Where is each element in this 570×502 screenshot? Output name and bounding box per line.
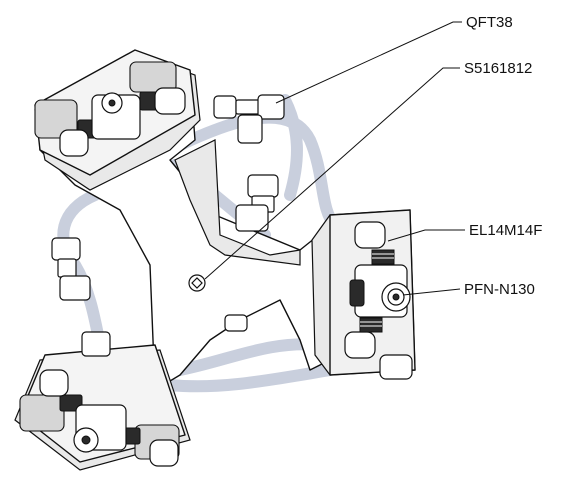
lower-left-bracket — [14, 344, 191, 471]
union-connector — [235, 174, 279, 232]
union-connector — [81, 331, 111, 357]
leader-lines — [204, 21, 465, 296]
callout-label-s5161812: S5161812 — [464, 60, 532, 77]
leader-s5161812 — [204, 67, 460, 280]
union-connectors — [51, 94, 285, 357]
right-bracket — [311, 209, 416, 380]
thread-lower — [359, 317, 383, 333]
union-connector — [213, 94, 285, 144]
callout-label-pfn-n130: PFN-N130 — [464, 281, 535, 298]
callout-label-el14m14f: EL14M14F — [469, 222, 542, 239]
union-connector — [51, 237, 91, 301]
clip — [224, 314, 248, 332]
thread-upper — [371, 249, 395, 265]
upper-left-bracket — [34, 49, 201, 191]
callout-label-qft38: QFT38 — [466, 14, 513, 31]
leader-pfn-n130 — [402, 288, 461, 296]
leader-qft38 — [275, 21, 462, 104]
callout-labels: QFT38 S5161812 EL14M14F PFN-N130 — [464, 14, 542, 298]
leader-el14m14f — [387, 229, 465, 242]
